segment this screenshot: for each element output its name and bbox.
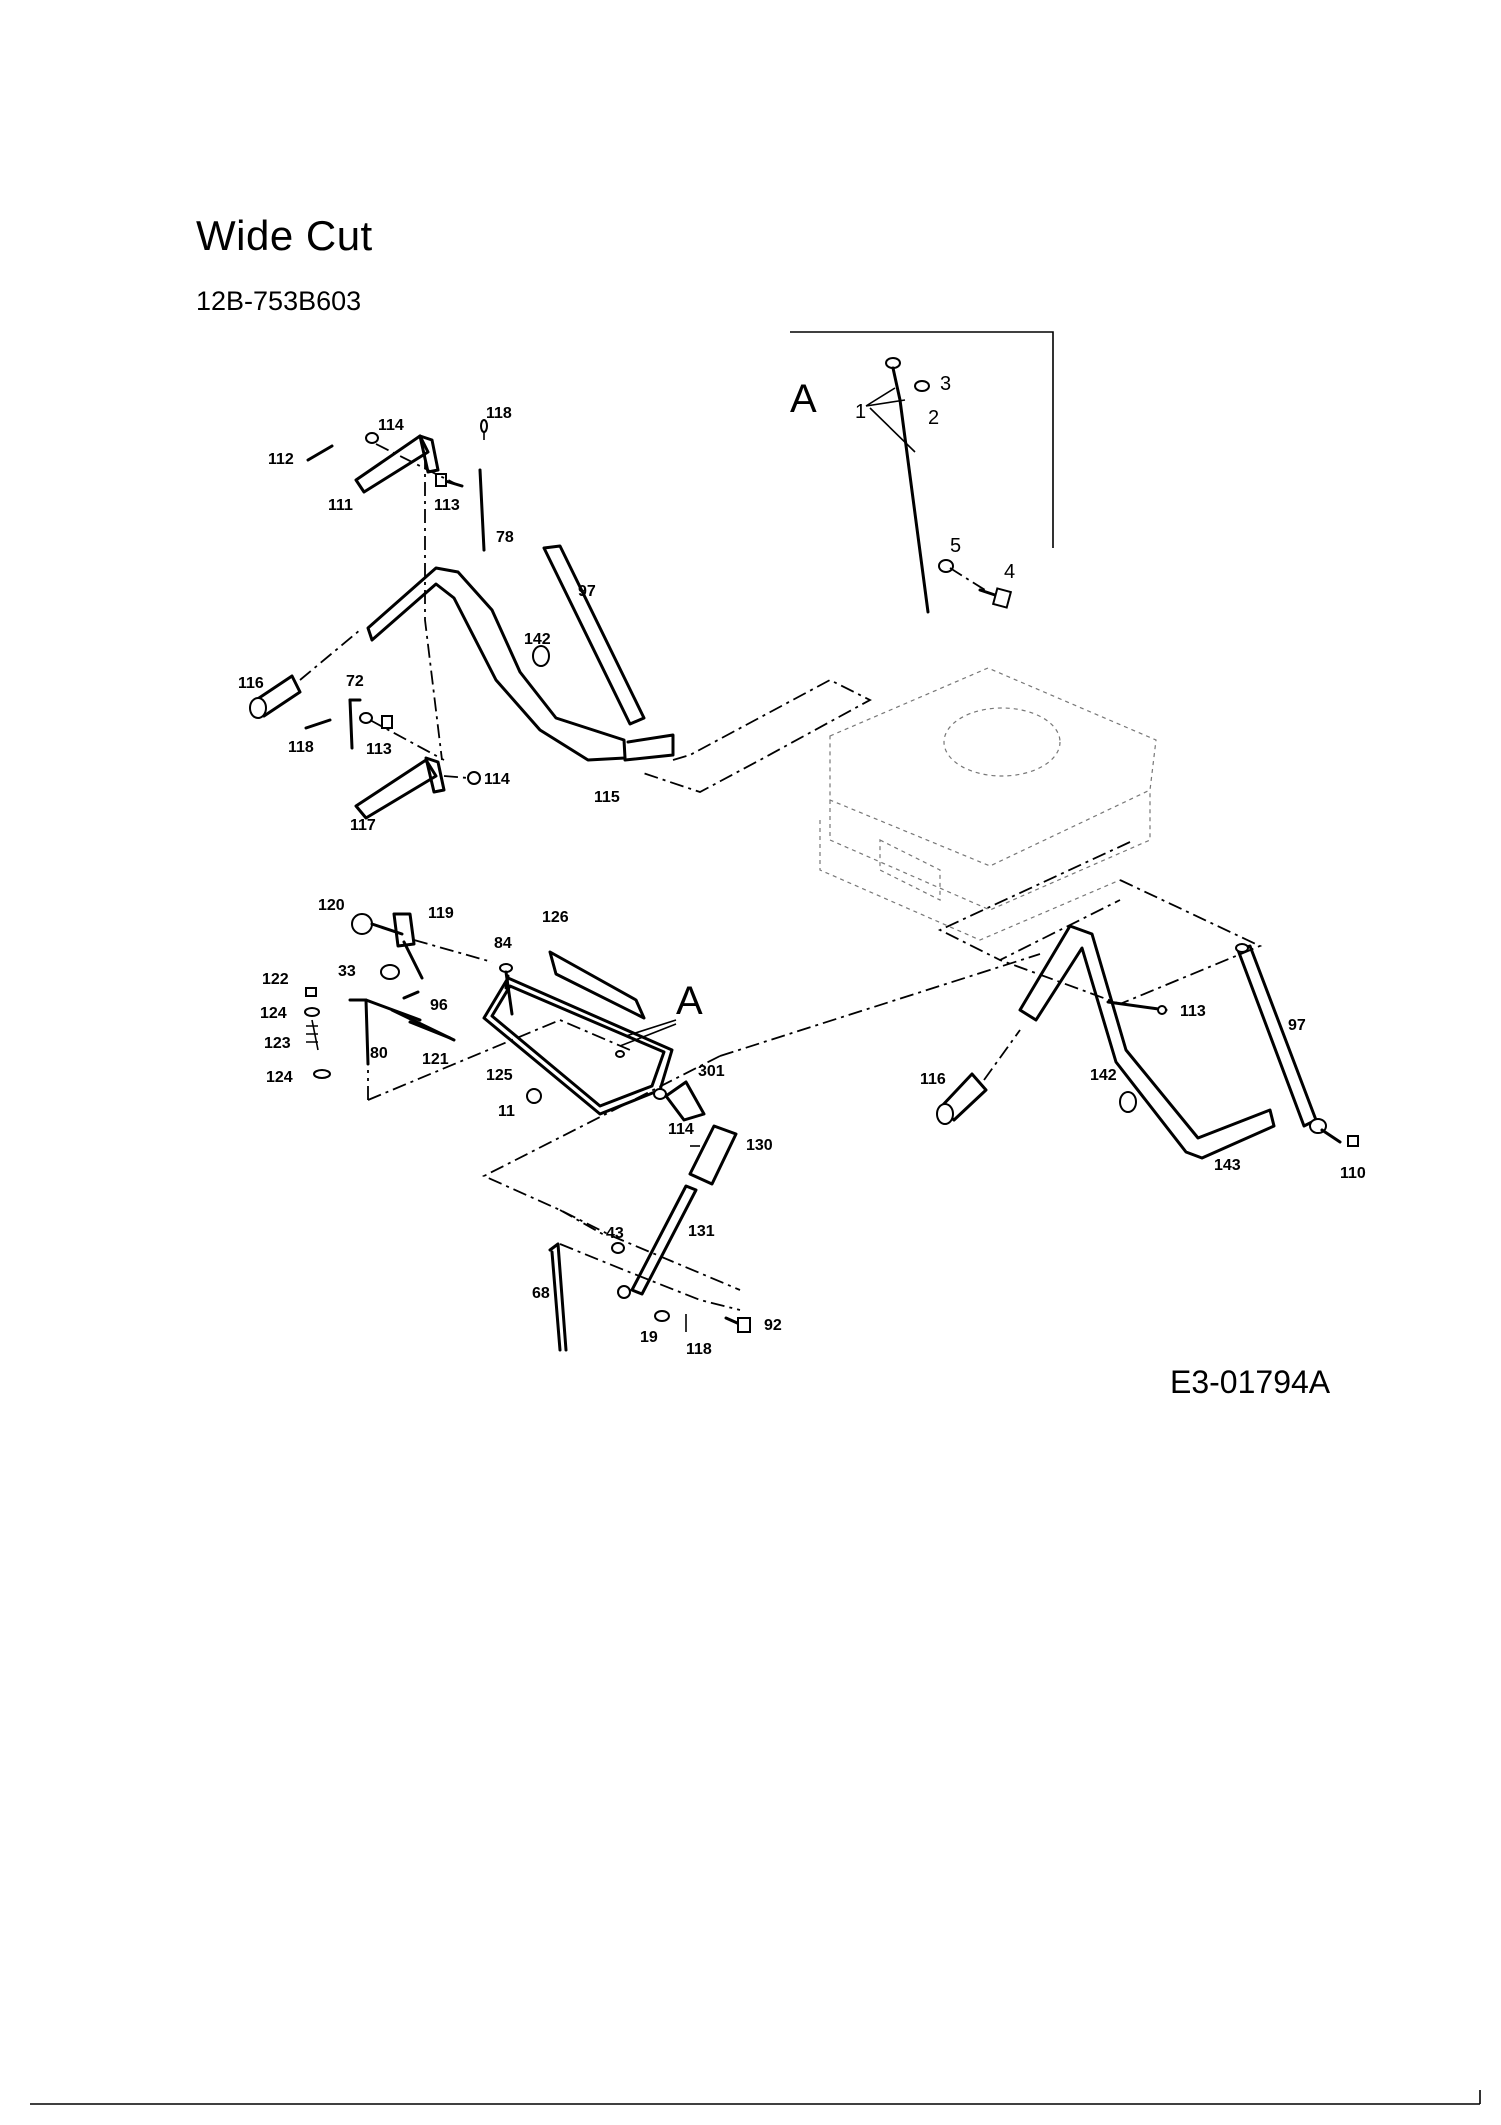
part-label-4: 4 xyxy=(1004,561,1015,583)
part-label-1: 1 xyxy=(855,401,866,423)
part-label-112: 112 xyxy=(268,451,294,468)
part-label-110: 110 xyxy=(1340,1165,1366,1182)
part-label-116: 116 xyxy=(238,675,264,692)
figure-code: E3-01794A xyxy=(1170,1364,1331,1400)
lower-control-assembly xyxy=(304,912,706,1122)
part-label-80: 80 xyxy=(370,1045,388,1062)
part-label-72: 72 xyxy=(346,673,364,690)
part-label-84: 84 xyxy=(494,935,512,952)
part-label-11: 11 xyxy=(498,1103,515,1120)
part-label-116: 116 xyxy=(920,1071,946,1088)
part-label-2: 2 xyxy=(928,407,939,429)
part-label-142: 142 xyxy=(524,631,551,648)
part-label-114: 114 xyxy=(484,771,510,788)
part-label-124: 124 xyxy=(260,1005,287,1022)
part-label-92: 92 xyxy=(764,1317,782,1334)
part-label-43: 43 xyxy=(606,1225,624,1242)
part-label-126: 126 xyxy=(542,909,569,926)
part-label-124: 124 xyxy=(266,1069,293,1086)
part-label-119: 119 xyxy=(428,905,454,922)
part-label-121: 121 xyxy=(422,1051,449,1068)
part-label-19: 19 xyxy=(640,1329,658,1346)
assembly-leaders xyxy=(481,678,1263,1291)
part-label-113: 113 xyxy=(1180,1003,1206,1020)
part-label-118: 118 xyxy=(486,405,512,422)
part-label-78: 78 xyxy=(496,529,514,546)
diagram-title: Wide Cut xyxy=(196,212,373,259)
part-label-3: 3 xyxy=(940,373,951,395)
part-label-118: 118 xyxy=(686,1341,712,1358)
shift-lever xyxy=(548,1124,751,1352)
part-label-111: 111 xyxy=(328,497,353,514)
part-label-96: 96 xyxy=(430,997,448,1014)
part-label-114: 114 xyxy=(668,1121,694,1138)
part-label-97: 97 xyxy=(578,583,596,600)
part-label-115: 115 xyxy=(594,789,620,806)
part-label-125: 125 xyxy=(486,1067,513,1084)
part-label-33: 33 xyxy=(338,963,356,980)
upper-handle xyxy=(249,419,675,820)
part-label-117: 117 xyxy=(350,817,376,834)
part-label-131: 131 xyxy=(688,1223,715,1240)
part-label-118: 118 xyxy=(288,739,314,756)
model-number: 12B-753B603 xyxy=(196,286,362,316)
page-footer-rule xyxy=(30,2090,1481,2105)
dipstick-assembly xyxy=(865,357,1013,614)
part-label-5: 5 xyxy=(950,535,961,557)
part-label-68: 68 xyxy=(532,1285,550,1302)
detail-a-marker-top: A xyxy=(790,377,817,421)
part-label-301: 301 xyxy=(698,1063,725,1080)
part-label-143: 143 xyxy=(1214,1157,1241,1174)
part-label-97: 97 xyxy=(1288,1017,1306,1034)
detail-a-marker-bottom: A xyxy=(676,979,703,1023)
part-label-130: 130 xyxy=(746,1137,773,1154)
part-label-113: 113 xyxy=(366,741,392,758)
detail-a-frame: A xyxy=(790,331,1054,548)
engine-outline xyxy=(819,667,1157,941)
part-label-113: 113 xyxy=(434,497,460,514)
part-label-114: 114 xyxy=(378,417,404,434)
part-label-120: 120 xyxy=(318,897,345,914)
right-handle xyxy=(690,924,1359,1160)
part-labels: 1 2 3 4 5 112 114 118 111 113 78 97 142 … xyxy=(238,373,1366,1358)
part-label-123: 123 xyxy=(264,1035,291,1052)
part-label-142: 142 xyxy=(1090,1067,1117,1084)
part-label-122: 122 xyxy=(262,971,289,988)
